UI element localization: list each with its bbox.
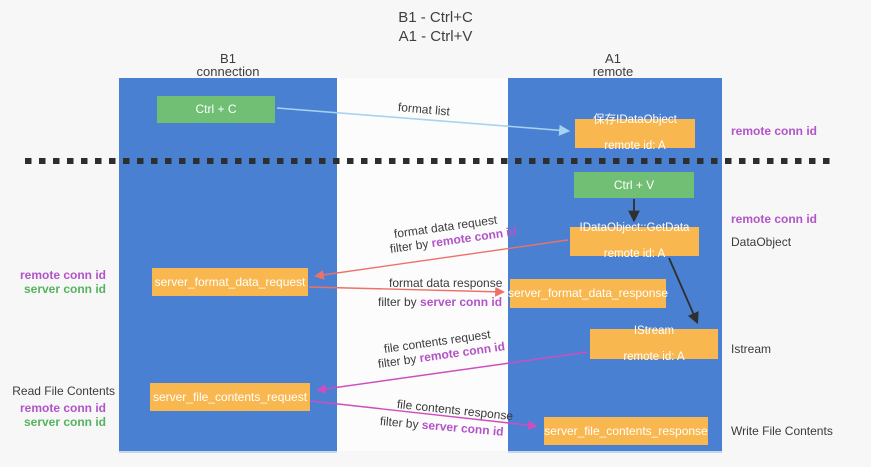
node-server-format-data-request: server_format_data_request (152, 268, 308, 296)
note-remote-conn-id-top: remote conn id (731, 124, 818, 138)
node-save-idataobject-line1: 保存IDataObject (593, 114, 677, 126)
note-remote-conn-id: remote conn id (19, 268, 106, 282)
node-ctrl-v: Ctrl + V (574, 172, 694, 198)
note-server-conn-id: server conn id (23, 415, 106, 429)
node-save-idataobject: 保存IDataObject remote id: A (575, 114, 695, 152)
node-server-file-contents-response: server_file_contents_response (544, 417, 708, 445)
node-ctrl-c: Ctrl + C (157, 96, 275, 123)
diagram-title: B1 - Ctrl+C A1 - Ctrl+V (0, 8, 871, 46)
right-column-subtitle: remote (592, 64, 634, 79)
note-dataobject: DataObject (731, 235, 792, 249)
right-column-header: A1 remote (506, 52, 720, 78)
label-filter-format-response: filter by server conn id (378, 295, 502, 309)
center-lane (337, 78, 508, 451)
node-getdata-line2: remote id: A (603, 248, 666, 260)
filter-key-server-conn-id: server conn id (420, 295, 503, 309)
node-server-format-data-response: server_format_data_response (508, 279, 668, 308)
note-read-file-contents: Read File Contents (12, 384, 115, 398)
left-column-header: B1 connection (119, 52, 337, 78)
node-server-file-contents-request: server_file_contents_request (150, 383, 310, 411)
node-getdata-line1: IDataObject::GetData (579, 222, 690, 234)
right-column-name: A1 (605, 51, 621, 66)
title-line-2: A1 - Ctrl+V (398, 28, 473, 45)
node-idataobject-getdata: IDataObject::GetData remote id: A (570, 222, 699, 260)
note-left-file-conn-ids: remote conn id server conn id (10, 401, 106, 429)
node-save-idataobject-line2: remote id: A (604, 140, 666, 152)
title-line-1: B1 - Ctrl+C (398, 9, 473, 26)
node-istream: IStream remote id: A (590, 325, 718, 363)
note-write-file-contents: Write File Contents (731, 424, 833, 438)
note-server-conn-id: server conn id (23, 282, 106, 296)
filter-prefix: filter by (378, 295, 421, 309)
node-istream-line1: IStream (633, 324, 675, 337)
note-istream: Istream (731, 342, 772, 356)
left-column-subtitle: connection (196, 64, 260, 79)
note-left-format-conn-ids: remote conn id server conn id (10, 268, 106, 296)
node-istream-line2: remote id: A (623, 350, 685, 363)
note-remote-conn-id-mid: remote conn id (731, 212, 818, 226)
left-column-name: B1 (220, 51, 236, 66)
label-format-data-response: format data response (389, 276, 503, 290)
note-remote-conn-id: remote conn id (19, 401, 106, 415)
